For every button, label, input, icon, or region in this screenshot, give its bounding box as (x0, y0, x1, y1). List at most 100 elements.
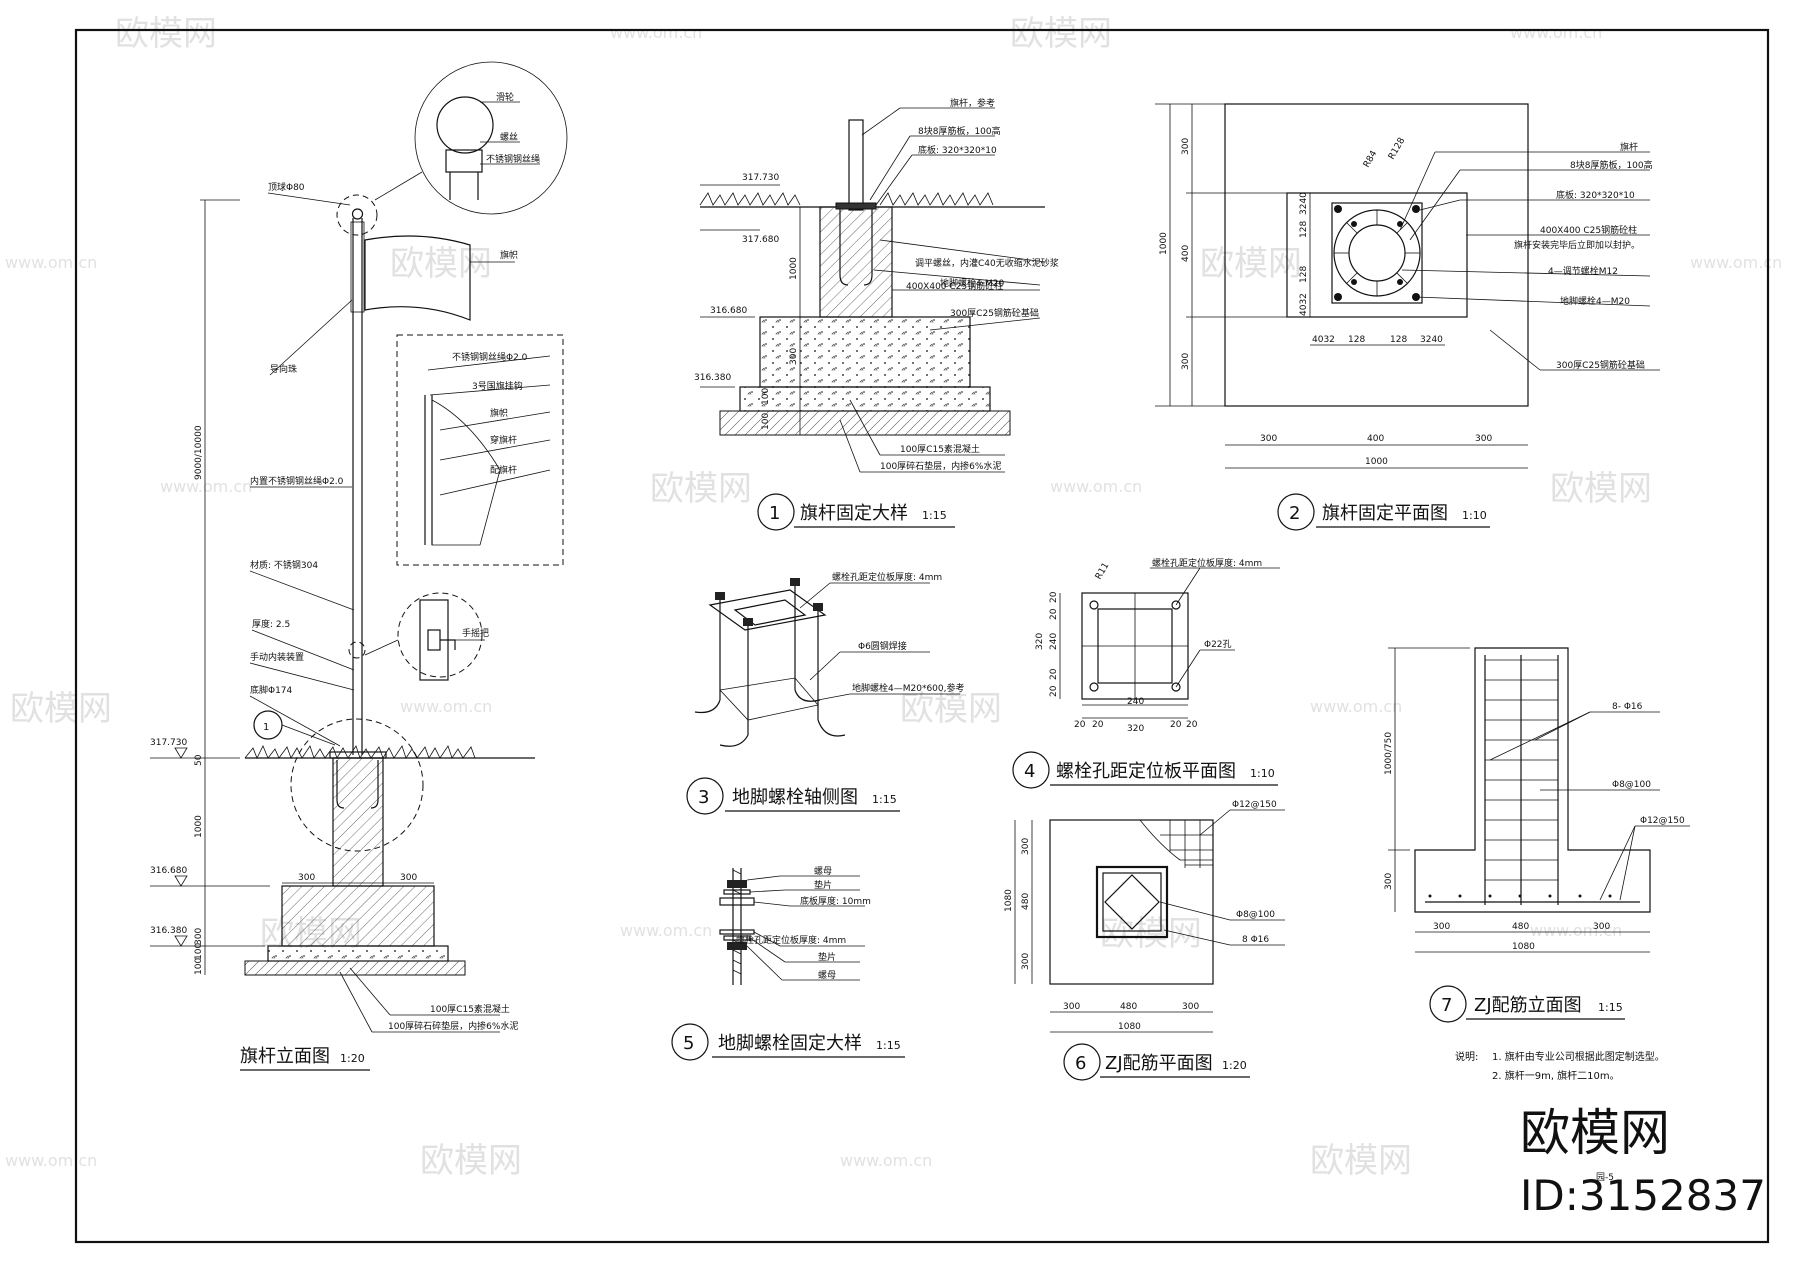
label: 地脚螺栓4-M20 (940, 277, 1004, 289)
bolt-rods (719, 585, 819, 735)
label-screw: 螺丝 (500, 131, 518, 143)
crank-marker (348, 641, 366, 659)
sheet-number: 园-5 (1596, 1172, 1614, 1183)
dim-text: 128 (1390, 335, 1407, 345)
template-plate (708, 589, 827, 631)
dim-text: 1000 (1365, 457, 1388, 467)
label: Φ22孔 (1204, 639, 1232, 650)
dim-text: 20 (1186, 720, 1198, 730)
watermark-brand: 欧模网 (1310, 1141, 1412, 1181)
label: 螺母 (814, 866, 832, 877)
label: 垫片 (814, 879, 832, 891)
callout-number: 4 (1024, 761, 1035, 782)
dim-text: 480 (1512, 922, 1529, 932)
footing-outline (1224, 103, 1529, 407)
view-scale: 1:10 (1250, 767, 1275, 780)
label: 底板: 320*320*10 (918, 144, 997, 156)
top-detail-marker (336, 194, 378, 236)
label: Φ8@100 (1236, 910, 1275, 920)
leader (873, 269, 1041, 286)
nut (727, 942, 747, 950)
label-material: 材质: 不锈钢304 (250, 559, 318, 571)
dim-text: 20 (1074, 720, 1086, 730)
rib (1396, 222, 1408, 234)
nut (727, 880, 747, 888)
dim-text: 300 (1021, 838, 1031, 855)
bolt-hooks (694, 689, 846, 747)
guide-rail (350, 221, 365, 313)
label: 底板: 320*320*10 (1556, 189, 1635, 201)
watermark: 欧模网 www.om.cn (1200, 244, 1782, 284)
cutaway-region (1139, 819, 1214, 861)
dim-text: 128 (1299, 266, 1309, 283)
view-scale: 1:20 (340, 1052, 365, 1065)
label: 8块8厚筋板，100高 (918, 125, 1001, 137)
leader (1199, 809, 1231, 836)
vertical-dimensions: 9000/10000 50 1000 300 100 100 (194, 199, 240, 975)
level-text: 317.680 (742, 235, 779, 245)
dim-text: 1000 (1159, 232, 1169, 255)
detail-2-plan: R84 R128 旗杆 8块8厚筋板，100高 底板: 320*320*10 4… (1155, 103, 1660, 531)
dim-text: 1080 (1118, 1022, 1141, 1032)
detail-7-dims-h: 300 480 300 1080 (1415, 922, 1650, 953)
dim-text: 20 (1049, 608, 1059, 620)
dim-text: 3240 (1299, 192, 1309, 215)
dim-text: 400 (1181, 245, 1191, 262)
level-text: 316.680 (710, 306, 747, 316)
watermark-brand: 欧模网 (115, 14, 217, 54)
detail-1-levels: 317.730 317.680 316.680 316.380 (694, 173, 780, 388)
level-text: 316.680 (150, 866, 187, 876)
bolt-hole (1351, 221, 1357, 227)
label: Φ12@150 (1640, 816, 1685, 826)
rebar-dot (1518, 894, 1522, 898)
leader (249, 695, 341, 747)
leader (875, 154, 913, 206)
dim-height: 9000/10000 (194, 425, 204, 480)
label-manual: 手动内装装置 (250, 651, 304, 663)
flagpole-elevation: 滑轮 螺丝 不锈钢钢丝绳 不锈钢钢丝绳Φ2.0 3号国旗挂钩 旗帜 穿旗杆 配旗… (150, 61, 568, 1071)
label: 400X400 C25钢筋砼柱 (1540, 224, 1637, 236)
dim-text: 20 (1049, 668, 1059, 680)
watermark-brand: 欧模网 (1010, 14, 1112, 54)
dim-text: 1000 (789, 257, 799, 280)
level-symbol (174, 875, 188, 887)
bolt-hole (1351, 279, 1357, 285)
label: 螺母 (818, 970, 836, 981)
nut (790, 578, 800, 586)
callout-number: 5 (683, 1033, 694, 1054)
flag-shape (431, 399, 501, 546)
dim-text: 240 (1127, 697, 1144, 707)
bottom-bar-dots (1428, 894, 1612, 898)
label: 400X400 C25钢筋砼柱 (906, 280, 1003, 292)
crank-box (427, 629, 441, 651)
detail-6-dims-v: 300 480 300 1080 (1004, 820, 1033, 984)
lean-concrete (267, 945, 449, 962)
dim-text: 1080 (1004, 889, 1014, 912)
label: 调平螺丝，内灌C40无收缩水泥砂浆 (915, 257, 1059, 269)
dim-text: 300 (194, 928, 204, 945)
nut (715, 592, 725, 600)
bolt-holes (1334, 205, 1420, 301)
dim-text: 400 (1367, 434, 1384, 444)
base-plate-outline (1331, 202, 1423, 304)
view-title: 旗杆固定大样 (800, 503, 908, 524)
leader (1409, 169, 1461, 241)
callout-number: 1 (263, 722, 269, 733)
level-text: 316.380 (150, 926, 187, 936)
dim-text: 300 (1063, 1002, 1080, 1012)
watermark-domain: www.om.cn (160, 477, 252, 496)
watermark: 欧模网 www.om.cn (1100, 914, 1622, 954)
watermark: 欧模网 www.om.cn (5, 244, 492, 284)
dim-text: 4032 (1312, 335, 1335, 345)
label: 螺栓孔距定位板厚度: 4mm (832, 571, 942, 583)
leader (349, 967, 391, 1016)
note-item: 2. 旗杆一9m, 旗杆二10m。 (1492, 1069, 1620, 1082)
leader (269, 299, 353, 376)
dim-text: 128 (1348, 335, 1365, 345)
leader (753, 901, 791, 907)
callout-bubble (1429, 985, 1467, 1023)
watermark: 欧模网 www.om.cn (650, 469, 1142, 509)
nut (813, 603, 823, 611)
bolt-hole (1089, 600, 1099, 610)
watermark-brand: 欧模网 (650, 469, 752, 509)
